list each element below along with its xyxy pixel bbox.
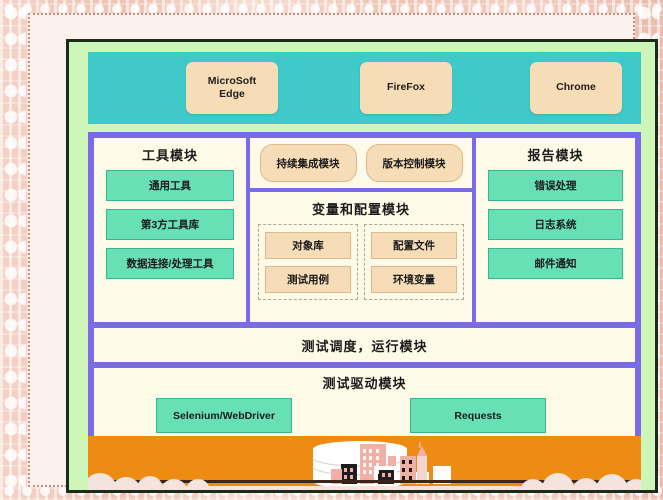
variables-item-config-file[interactable]: 配置文件 [371,232,457,259]
tools-item-data-label: 数据连接/处理工具 [126,258,214,270]
variables-item-config-file-label: 配置文件 [393,240,435,252]
variables-item-object-repo-label: 对象库 [292,240,324,252]
driver-item-selenium-label: Selenium/WebDriver [173,409,275,422]
tools-item-data[interactable]: 数据连接/处理工具 [106,248,234,279]
pipeline-item-ci[interactable]: 持续集成模块 [259,144,357,182]
tools-module: 工具模块 通用工具 第3方工具库 数据连接/处理工具 [94,138,246,322]
browser-box-chrome[interactable]: Chrome [530,62,622,114]
test-driver-items: Selenium/WebDriver Requests [94,398,635,433]
reports-item-error-label: 错误处理 [534,180,577,192]
test-driver-title: 测试驱动模块 [322,376,407,391]
center-column: 持续集成模块 版本控制模块 变量和配置模块 对象库 [250,138,472,322]
tools-item-thirdparty-label: 第3方工具库 [140,219,200,231]
driver-item-selenium[interactable]: Selenium/WebDriver [156,398,292,433]
variables-config-title: 变量和配置模块 [311,202,410,217]
footer-illustration [88,436,641,490]
driver-item-requests-label: Requests [454,409,502,422]
pipeline-row: 持续集成模块 版本控制模块 [250,138,472,188]
variables-column-left: 对象库 测试用例 [258,224,358,300]
core-upper-row: 工具模块 通用工具 第3方工具库 数据连接/处理工具 [94,138,635,322]
variables-item-test-case-label: 测试用例 [287,274,329,286]
variables-item-object-repo[interactable]: 对象库 [265,232,351,259]
reports-item-log-label: 日志系统 [534,219,577,231]
driver-item-requests[interactable]: Requests [410,398,546,433]
reports-module: 报告模块 错误处理 日志系统 邮件通知 [476,138,635,322]
tools-item-thirdparty[interactable]: 第3方工具库 [106,209,234,240]
browser-box-firefox[interactable]: FireFox [360,62,452,114]
core-framework-frame: 工具模块 通用工具 第3方工具库 数据连接/处理工具 [88,132,641,450]
pipeline-item-ci-label: 持续集成模块 [276,157,340,170]
scheduler-module: 测试调度，运行模块 [94,328,635,362]
reports-item-mail[interactable]: 邮件通知 [488,248,623,279]
variables-item-env-var[interactable]: 环境变量 [371,266,457,293]
border-ornament-left [4,0,26,500]
variables-column-right: 配置文件 环境变量 [364,224,464,300]
variables-item-test-case[interactable]: 测试用例 [265,266,351,293]
tools-item-general[interactable]: 通用工具 [106,170,234,201]
tools-module-title: 工具模块 [141,148,198,163]
test-driver-module: 测试驱动模块 Selenium/WebDriver Requests [94,368,635,444]
scheduler-module-label: 测试调度，运行模块 [301,338,428,354]
variables-item-env-var-label: 环境变量 [393,274,435,286]
reports-item-mail-label: 邮件通知 [534,258,577,270]
reports-item-error[interactable]: 错误处理 [488,170,623,201]
city-skyline-database-icon [88,441,641,490]
variables-config-module: 变量和配置模块 对象库 测试用例 [250,192,472,322]
reports-module-title: 报告模块 [527,148,584,163]
reports-item-log[interactable]: 日志系统 [488,209,623,240]
pipeline-item-vcs[interactable]: 版本控制模块 [365,144,463,182]
tools-item-general-label: 通用工具 [149,180,191,192]
browser-label-firefox: FireFox [387,81,425,94]
browser-label-chrome: Chrome [556,81,596,94]
variables-config-columns: 对象库 测试用例 配置文件 [250,224,472,300]
pipeline-item-vcs-label: 版本控制模块 [382,157,446,170]
